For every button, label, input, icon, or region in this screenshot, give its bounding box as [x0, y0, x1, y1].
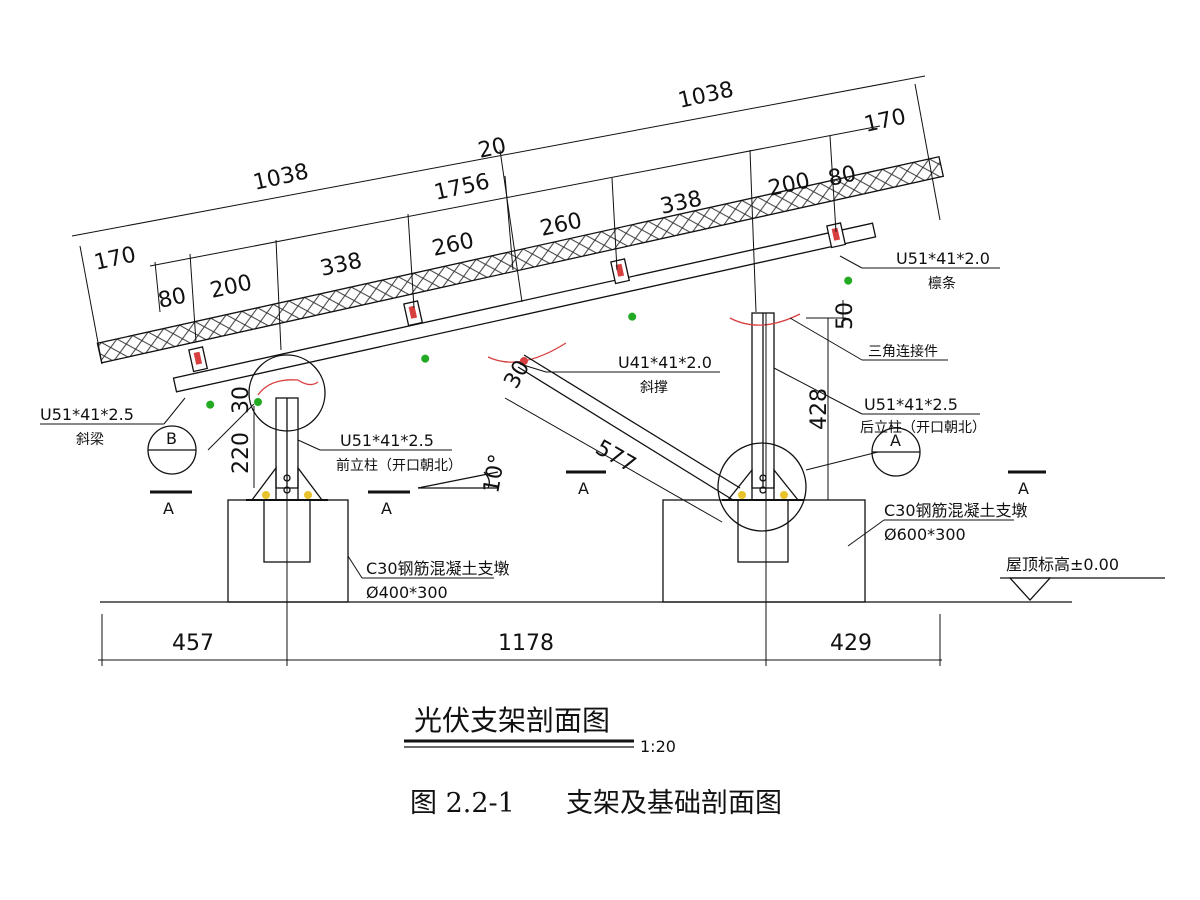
rear-detail-circle: [717, 442, 807, 532]
rafter-beam: [172, 222, 877, 393]
dim-80-left: 80: [156, 283, 189, 313]
front-post-spec: U51*41*2.5: [340, 431, 434, 450]
angle-indicator: [417, 471, 499, 489]
pv-panel: [96, 155, 945, 364]
detail-a-letter: A: [890, 431, 901, 450]
front-foundation-spec: C30钢筋混凝土支墩: [366, 559, 510, 578]
brace-name: 斜撑: [640, 380, 668, 396]
dim-200-left: 200: [208, 270, 254, 303]
purlin-name: 檩条: [928, 275, 956, 292]
dim-457: 457: [172, 631, 214, 656]
leader-lines: [40, 255, 1014, 579]
section-a-1: A: [163, 499, 174, 518]
purlin-spec: U51*41*2.0: [896, 249, 990, 268]
brace-spec: U41*41*2.0: [618, 353, 712, 372]
figure-number: 图 2.2-1: [410, 788, 515, 819]
section-a-3: A: [578, 479, 589, 498]
dim-170-right: 170: [862, 104, 908, 137]
section-marks: [150, 470, 1046, 494]
dim-80-right: 80: [826, 161, 859, 191]
component-labels: U51*41*2.0 檩条 U51*41*2.5 斜梁 U51*41*2.5 前…: [40, 249, 1119, 602]
dim-1178: 1178: [498, 631, 554, 656]
front-foundation-size: Ø400*300: [366, 583, 448, 602]
dim-1038-left: 1038: [251, 159, 311, 196]
rafter-spec: U51*41*2.5: [40, 405, 134, 424]
dim-20: 20: [476, 133, 509, 163]
dim-angle-10: 10°: [479, 452, 510, 495]
roof-level-symbol: [1000, 577, 1165, 601]
purlin-clips: [188, 222, 853, 409]
diagonal-brace: [517, 354, 741, 501]
detail-b-letter: B: [166, 429, 177, 448]
dim-260-left: 260: [430, 228, 476, 261]
dimension-lines: [71, 75, 942, 666]
front-post-name: 前立柱（开口朝北）: [336, 457, 462, 474]
rear-foundation-spec: C30钢筋混凝土支墩: [884, 501, 1028, 520]
rafter-name: 斜梁: [76, 432, 104, 448]
dim-1038-right: 1038: [676, 77, 736, 114]
dim-30-front: 30: [229, 386, 254, 414]
rear-post-spec: U51*41*2.5: [864, 395, 958, 414]
front-foundation: [227, 499, 349, 603]
drawing-scale: 1:20: [640, 737, 676, 756]
rear-post: [722, 312, 804, 501]
dim-50: 50: [833, 302, 858, 330]
rear-post-name: 后立柱（开口朝北）: [860, 420, 986, 436]
section-a-4: A: [1018, 479, 1029, 498]
dim-220: 220: [229, 432, 254, 474]
roof-level-label: 屋顶标高±0.00: [1006, 555, 1119, 574]
drawing-title: 光伏支架剖面图: [414, 704, 610, 737]
dim-1756: 1756: [432, 169, 492, 206]
triangle-connector: 三角连接件: [868, 343, 938, 360]
dim-338-left: 338: [318, 248, 364, 281]
rear-foundation-size: Ø600*300: [884, 525, 966, 544]
dim-428: 428: [807, 388, 832, 430]
figure-caption: 支架及基础剖面图: [566, 788, 782, 819]
dim-170-left: 170: [92, 242, 138, 275]
section-a-2: A: [381, 499, 392, 518]
dim-429: 429: [830, 631, 872, 656]
rear-foundation: [662, 499, 866, 603]
